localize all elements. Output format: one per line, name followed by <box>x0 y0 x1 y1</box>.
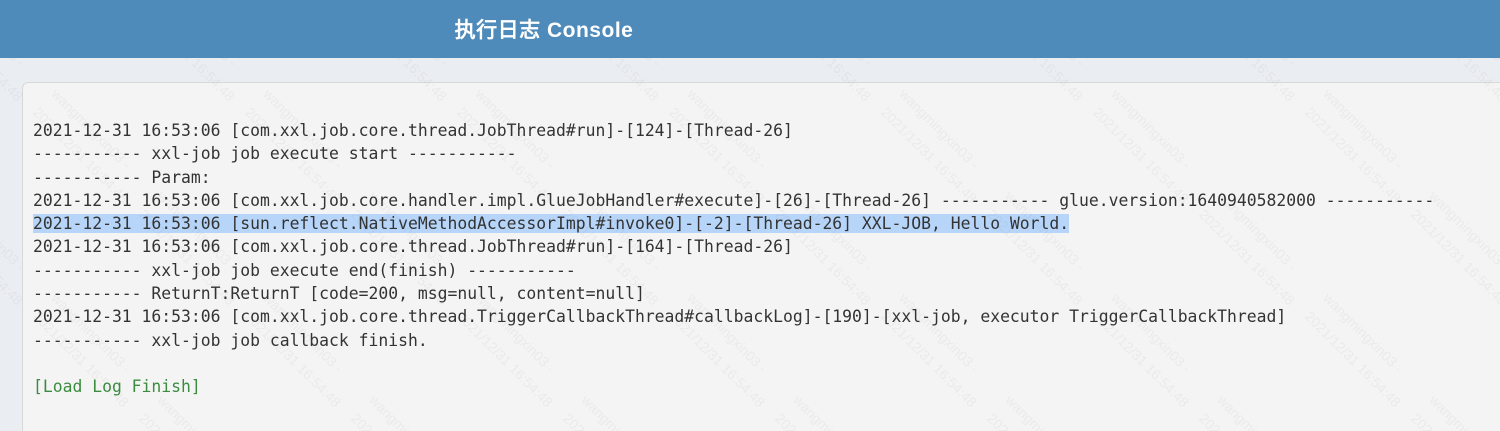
log-finish-line: [Load Log Finish] <box>33 375 1434 398</box>
log-line: 2021-12-31 16:53:06 [com.xxl.job.core.th… <box>33 119 1434 142</box>
log-text: ----------- xxl-job job execute start --… <box>33 144 517 164</box>
log-line <box>33 352 1434 375</box>
console-header: 执行日志 Console <box>0 0 1500 58</box>
log-line: ----------- Param: <box>33 166 1434 189</box>
log-text: ----------- Param: <box>33 167 211 187</box>
log-text: 2021-12-31 16:53:06 [com.xxl.job.core.ha… <box>33 190 1435 210</box>
log-line: ----------- xxl-job job execute start --… <box>33 142 1434 165</box>
log-text: 2021-12-31 16:53:06 [com.xxl.job.core.th… <box>33 307 1287 327</box>
log-line: ----------- xxl-job job execute end(fini… <box>33 259 1434 282</box>
log-line: 2021-12-31 16:53:06 [com.xxl.job.core.th… <box>33 235 1434 258</box>
page-title: 执行日志 Console <box>454 19 634 42</box>
log-text: 2021-12-31 16:53:06 [com.xxl.job.core.th… <box>33 237 793 257</box>
log-text: [Load Log Finish] <box>33 377 201 397</box>
log-line: 2021-12-31 16:53:06 [com.xxl.job.core.th… <box>33 305 1434 328</box>
log-line: 2021-12-31 16:53:06 [com.xxl.job.core.ha… <box>33 189 1434 212</box>
log-line: 2021-12-31 16:53:06 [sun.reflect.NativeM… <box>33 212 1434 235</box>
selected-log-text: 2021-12-31 16:53:06 [sun.reflect.NativeM… <box>33 214 1070 234</box>
log-text: ----------- ReturnT:ReturnT [code=200, m… <box>33 284 645 304</box>
console-panel: 2021-12-31 16:53:06 [com.xxl.job.core.th… <box>22 82 1500 431</box>
log-text: 2021-12-31 16:53:06 [com.xxl.job.core.th… <box>33 121 793 140</box>
log-line: ----------- ReturnT:ReturnT [code=200, m… <box>33 282 1434 305</box>
log-text: ----------- xxl-job job callback finish. <box>33 330 428 350</box>
log-line: ----------- xxl-job job callback finish. <box>33 329 1434 352</box>
log-text: ----------- xxl-job job execute end(fini… <box>33 260 576 280</box>
console-header-inner: 执行日志 Console <box>0 0 1088 58</box>
log-console-output[interactable]: 2021-12-31 16:53:06 [com.xxl.job.core.th… <box>33 119 1434 399</box>
